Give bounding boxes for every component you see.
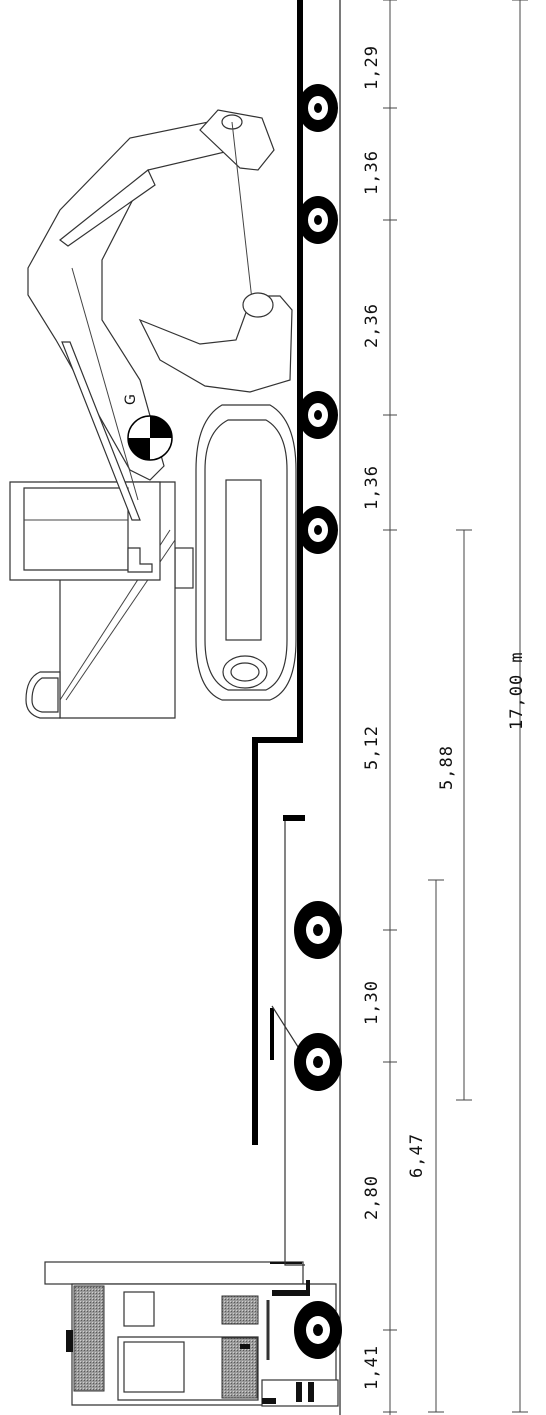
tractor-chassis [270, 1262, 302, 1264]
excavator-track-window [225, 479, 262, 641]
tractor-span-line [428, 879, 444, 1413]
dim-axle-1: 1,41 [362, 1345, 382, 1390]
center-of-gravity-label: G [123, 394, 139, 405]
excavator-boom-cylinder [61, 341, 141, 521]
excavator-cabin-window [23, 487, 129, 571]
excavator-counterweight-inner [31, 677, 59, 713]
dim-axle-8: 1,29 [362, 45, 382, 90]
cab-sleeper-marker [66, 1330, 73, 1352]
wheel-rear-4 [298, 84, 338, 132]
fender [272, 1280, 310, 1296]
cab-roof-deflector [44, 1261, 304, 1285]
cabin-seat [127, 547, 153, 573]
excavator-slew-ring [174, 547, 194, 589]
excavator-bucket [138, 295, 293, 393]
dim-axle-6: 2,36 [362, 303, 382, 348]
bucket-pin [242, 292, 274, 318]
cab-handle [240, 1344, 250, 1349]
grille-bar-1 [296, 1382, 302, 1402]
dim-axle-3: 1,30 [362, 980, 382, 1025]
cab-door-inner [123, 1341, 185, 1393]
dim-axle-5: 1,36 [362, 465, 382, 510]
gooseneck-stop [283, 815, 305, 821]
excavator-load [9, 109, 297, 719]
wheel-rear-1 [298, 506, 338, 554]
total-length-line [512, 0, 528, 1413]
axle-spacing-chain [383, 0, 397, 1415]
wheel-rear-2 [298, 391, 338, 439]
hitch-strut [271, 1005, 301, 1051]
cab-window [123, 1291, 155, 1327]
dim-total-length: 17,00 m [507, 651, 527, 730]
dim-trailer-span: 5,88 [437, 745, 457, 790]
wheel-dolly-1 [294, 901, 342, 959]
trailer-span-line [456, 529, 472, 1101]
stick-rod [231, 121, 253, 301]
dim-axle-7: 1,36 [362, 150, 382, 195]
dim-axle-4: 5,12 [362, 725, 382, 770]
excavator-stick [199, 109, 275, 171]
dim-axle-2: 2,80 [362, 1175, 382, 1220]
wheel-dolly-2 [294, 1033, 342, 1091]
wheel-tractor-front [294, 1301, 342, 1359]
wheel-rear-3 [298, 196, 338, 244]
cab-lower-panel [221, 1337, 258, 1399]
center-of-gravity-marker [127, 415, 173, 461]
grille-bar-2 [308, 1382, 314, 1402]
trailer-deck [252, 0, 342, 1266]
excavator-hydraulic [59, 169, 156, 247]
excavator-idler-hub [230, 662, 260, 682]
lowbed-beam [252, 0, 303, 1145]
cab-step [221, 1295, 259, 1325]
tractor-unit [44, 1261, 342, 1407]
dim-tractor-span: 6,47 [407, 1133, 427, 1178]
grille-light [262, 1398, 276, 1404]
boom-rod [71, 267, 139, 501]
gooseneck-lower [284, 820, 305, 1266]
cab-side-panel [73, 1285, 105, 1392]
